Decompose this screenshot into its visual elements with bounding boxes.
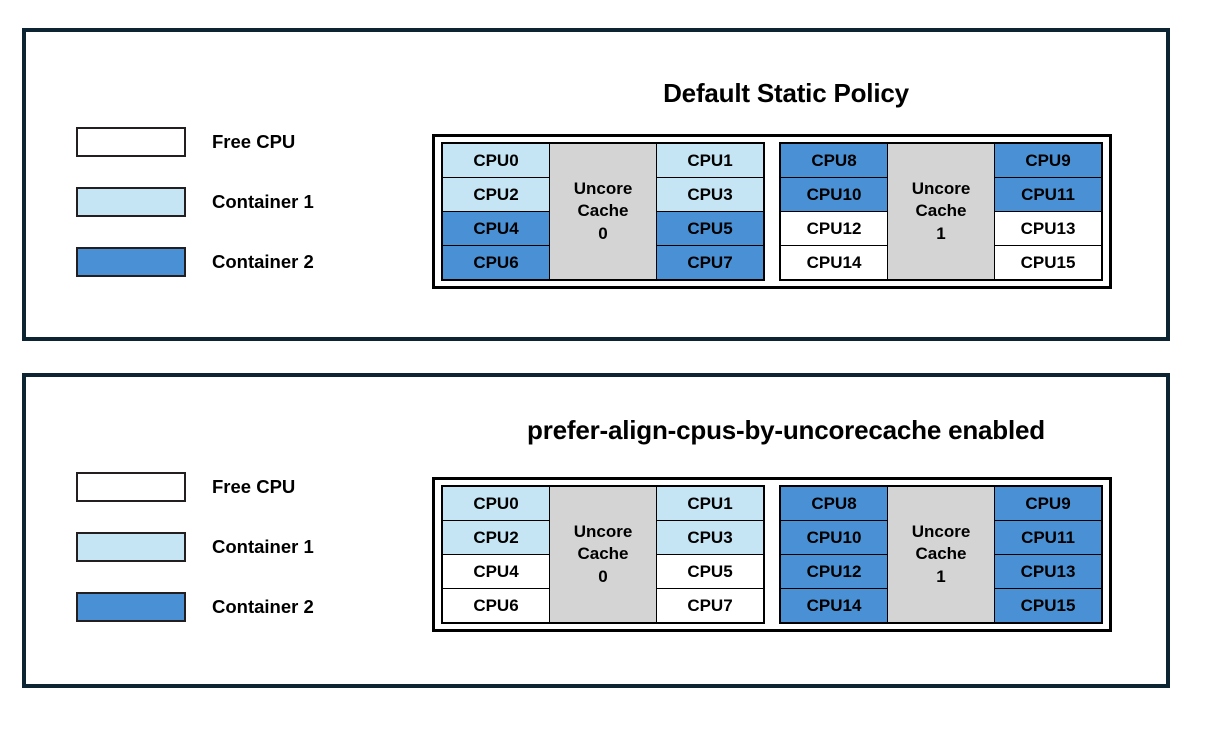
uncore-cache-label-line-2: Cache <box>915 544 967 564</box>
cpu-cell-cpu0: CPU0 <box>443 144 549 178</box>
legend-prefer-align: Free CPU Container 1 Container 2 <box>76 472 314 652</box>
cpu-cell-cpu4: CPU4 <box>443 212 549 246</box>
cpu-cell-cpu14: CPU14 <box>781 246 887 279</box>
cpu-cell-cpu14: CPU14 <box>781 589 887 622</box>
cpu-cell-cpu3: CPU3 <box>657 521 763 555</box>
cpu-cell-cpu15: CPU15 <box>995 246 1101 279</box>
cpu-cell-cpu12: CPU12 <box>781 555 887 589</box>
panel-default-static-policy: Default Static Policy Free CPU Container… <box>22 28 1170 341</box>
cpu-cell-cpu11: CPU11 <box>995 178 1101 212</box>
cpu-cell-cpu2: CPU2 <box>443 178 549 212</box>
cpu-cell-cpu5: CPU5 <box>657 555 763 589</box>
uncore-cache-label-line-3: 1 <box>936 566 946 586</box>
legend-swatch-container-2 <box>76 247 186 277</box>
legend-swatch-free-cpu <box>76 127 186 157</box>
panel-prefer-align-cpus-by-uncorecache: prefer-align-cpus-by-uncorecache enabled… <box>22 373 1170 688</box>
cpu-cell-cpu10: CPU10 <box>781 521 887 555</box>
cpu-cell-cpu12: CPU12 <box>781 212 887 246</box>
uncore-cache-label-line-1: Uncore <box>911 178 971 198</box>
legend-swatch-free-cpu <box>76 472 186 502</box>
legend-label-container-2: Container 2 <box>212 251 314 272</box>
cpu-cell-cpu4: CPU4 <box>443 555 549 589</box>
cpu-cell-cpu10: CPU10 <box>781 178 887 212</box>
cpu-cell-cpu6: CPU6 <box>443 589 549 622</box>
cpu-cell-cpu2: CPU2 <box>443 521 549 555</box>
panel-title: prefer-align-cpus-by-uncorecache enabled <box>527 415 1045 445</box>
legend-swatch-container-2 <box>76 592 186 622</box>
legend-label-free-cpu: Free CPU <box>212 476 296 497</box>
legend-label-container-1: Container 1 <box>212 536 314 557</box>
cpu-cell-cpu6: CPU6 <box>443 246 549 279</box>
uncore-cache-label-line-2: Cache <box>915 201 967 221</box>
legend-item-container-2: Container 2 <box>76 247 314 277</box>
legend-label-container-2: Container 2 <box>212 596 314 617</box>
cpu-cell-cpu0: CPU0 <box>443 487 549 521</box>
legend-item-container-2: Container 2 <box>76 592 314 622</box>
uncore-cache-label-line-3: 0 <box>598 223 608 243</box>
cpu-cell-cpu9: CPU9 <box>995 487 1101 521</box>
cpu-cell-cpu1: CPU1 <box>657 144 763 178</box>
uncore-cache-label-line-3: 0 <box>598 566 608 586</box>
legend-swatch-container-1 <box>76 532 186 562</box>
legend-item-free-cpu: Free CPU <box>76 127 314 157</box>
uncore-cache-label-line-2: Cache <box>577 201 629 221</box>
cpu-cell-cpu8: CPU8 <box>781 144 887 178</box>
legend-item-container-1: Container 1 <box>76 532 314 562</box>
cpu-cell-cpu13: CPU13 <box>995 555 1101 589</box>
legend-label-free-cpu: Free CPU <box>212 131 296 152</box>
legend-item-container-1: Container 1 <box>76 187 314 217</box>
cpu-cell-cpu15: CPU15 <box>995 589 1101 622</box>
cpu-cell-cpu7: CPU7 <box>657 246 763 279</box>
cpu-cell-cpu3: CPU3 <box>657 178 763 212</box>
uncore-cache-label-line-1: Uncore <box>573 521 633 541</box>
legend-label-container-1: Container 1 <box>212 191 314 212</box>
uncore-cache-label-line-3: 1 <box>936 223 946 243</box>
cpu-cell-cpu11: CPU11 <box>995 521 1101 555</box>
cpu-cell-cpu1: CPU1 <box>657 487 763 521</box>
cpu-cell-cpu9: CPU9 <box>995 144 1101 178</box>
legend-swatch-container-1 <box>76 187 186 217</box>
cpu-cell-cpu5: CPU5 <box>657 212 763 246</box>
uncore-cache-label-line-1: Uncore <box>911 521 971 541</box>
cpu-cell-cpu8: CPU8 <box>781 487 887 521</box>
panel-title: Default Static Policy <box>663 78 909 108</box>
uncore-cache-label-line-2: Cache <box>577 544 629 564</box>
cpu-cell-cpu13: CPU13 <box>995 212 1101 246</box>
legend-item-free-cpu: Free CPU <box>76 472 314 502</box>
legend-default-static-policy: Free CPU Container 1 Container 2 <box>76 127 314 307</box>
uncore-cache-label-line-1: Uncore <box>573 178 633 198</box>
cpu-cell-cpu7: CPU7 <box>657 589 763 622</box>
